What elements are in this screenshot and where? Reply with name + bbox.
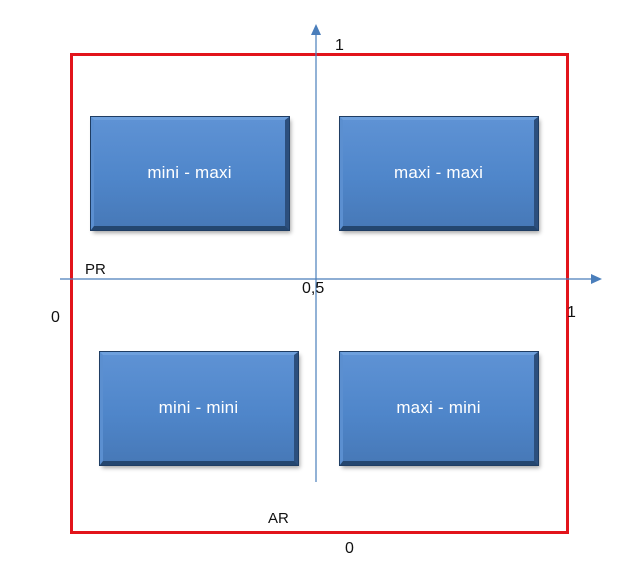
vertical-axis-arrowhead <box>311 24 321 35</box>
quadrant-top-left: mini - maxi <box>91 117 289 230</box>
x-axis-max-label: 1 <box>567 304 576 321</box>
quadrant-bottom-right: maxi - mini <box>340 352 538 465</box>
quadrant-label: maxi - maxi <box>393 163 484 182</box>
quadrant-label: mini - maxi <box>147 163 232 182</box>
y-axis-max-label: 1 <box>335 37 344 54</box>
y-axis-min-label: 0 <box>345 540 354 557</box>
x-axis-min-label: 0 <box>51 309 60 326</box>
quadrant-label: maxi - mini <box>396 398 481 417</box>
quadrant-top-right: maxi - maxi <box>340 117 538 230</box>
matrix-frame <box>70 53 569 534</box>
x-axis-title: PR <box>85 261 106 278</box>
quadrant-label: mini - mini <box>158 398 239 417</box>
quadrant-bottom-left: mini - mini <box>100 352 298 465</box>
horizontal-axis-arrowhead <box>591 274 602 284</box>
y-axis-title: AR <box>268 510 289 527</box>
axis-midpoint-label: 0,5 <box>302 280 325 297</box>
